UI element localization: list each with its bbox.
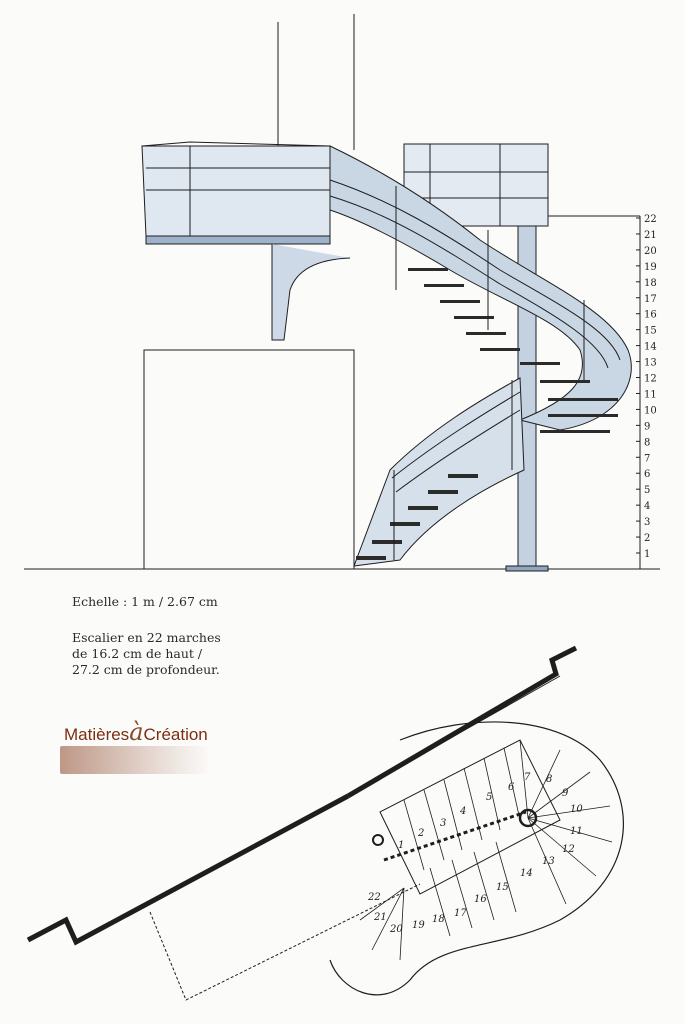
wall-opening <box>143 349 355 570</box>
landing-bracket <box>271 244 351 341</box>
logo-part1: Matières <box>64 725 130 744</box>
step-number-10: 10 <box>644 405 657 416</box>
plan-step-9: 9 <box>562 788 569 799</box>
logo-part2: Création <box>143 725 208 744</box>
plan-step-22: 22 <box>367 892 381 903</box>
stair-description-line-1: Escalier en 22 marches <box>72 630 221 645</box>
upper-stringer <box>329 145 632 431</box>
step-number-3: 3 <box>644 517 650 528</box>
plan-outer-curve <box>329 721 624 996</box>
step-number-13: 13 <box>644 358 657 369</box>
plan-step-18: 18 <box>432 914 445 925</box>
plan-step-1: 1 <box>398 840 404 851</box>
plan-step-17: 17 <box>454 908 467 919</box>
plan-stair-body <box>379 739 561 895</box>
plan-step-3: 3 <box>440 818 446 829</box>
plan-step-13: 13 <box>542 856 555 867</box>
plan-step-12: 12 <box>562 844 575 855</box>
plan-wall-left <box>26 793 350 946</box>
step-treads <box>356 268 618 560</box>
plan-step-6: 6 <box>508 782 515 793</box>
step-number-7: 7 <box>644 453 650 464</box>
step-number-20: 20 <box>644 246 657 257</box>
plan-step-7: 7 <box>524 772 531 783</box>
plan-step-15: 15 <box>496 882 509 893</box>
plan-step-16: 16 <box>474 894 487 905</box>
step-number-18: 18 <box>644 278 657 289</box>
plan-step-5: 5 <box>486 792 492 803</box>
step-number-21: 21 <box>644 230 657 241</box>
plan-newel <box>372 834 384 846</box>
step-number-19: 19 <box>644 262 657 273</box>
lower-stringer <box>353 377 525 567</box>
plan-step-4: 4 <box>459 806 466 817</box>
plan-step-2: 2 <box>417 828 424 839</box>
step-number-5: 5 <box>644 485 650 496</box>
step-number-6: 6 <box>644 469 650 480</box>
step-number-17: 17 <box>644 294 657 305</box>
stair-description-line-2: de 16.2 cm de haut / <box>72 646 203 661</box>
logo-text: MatièresàCréation <box>64 718 208 746</box>
scale-note: Echelle : 1 m / 2.67 cm <box>72 594 218 609</box>
step-number-8: 8 <box>644 437 650 448</box>
plan-step-21: 21 <box>373 912 387 923</box>
stair-description: Escalier en 22 marches de 16.2 cm de hau… <box>72 630 272 678</box>
plan-step-10: 10 <box>570 804 583 815</box>
plan-step-20: 20 <box>389 924 403 935</box>
plan-step-19: 19 <box>412 920 425 931</box>
step-number-4: 4 <box>644 501 650 512</box>
step-number-22: 22 <box>644 214 657 225</box>
brand-logo: MatièresàCréation <box>60 706 260 786</box>
step-number-15: 15 <box>644 326 657 337</box>
step-number-9: 9 <box>644 421 650 432</box>
step-number-12: 12 <box>644 374 657 385</box>
step-number-11: 11 <box>644 389 657 400</box>
step-number-14: 14 <box>644 342 657 353</box>
plan-central-column <box>518 808 538 828</box>
step-number-2: 2 <box>644 533 650 544</box>
plan-step-11: 11 <box>570 826 583 837</box>
plan-wall-upper <box>346 645 578 799</box>
plan-step-8: 8 <box>546 774 552 785</box>
elevation-view <box>24 14 660 572</box>
plan-step-14: 14 <box>520 868 533 879</box>
plan-view <box>26 645 624 1001</box>
logo-wash <box>60 746 210 774</box>
step-number-16: 16 <box>644 310 657 321</box>
logo-mid: à <box>129 718 144 746</box>
step-number-1: 1 <box>644 549 650 560</box>
upper-landing <box>141 145 331 237</box>
plan-dashed-opening <box>149 883 421 1001</box>
stair-description-line-3: 27.2 cm de profondeur. <box>72 662 220 677</box>
